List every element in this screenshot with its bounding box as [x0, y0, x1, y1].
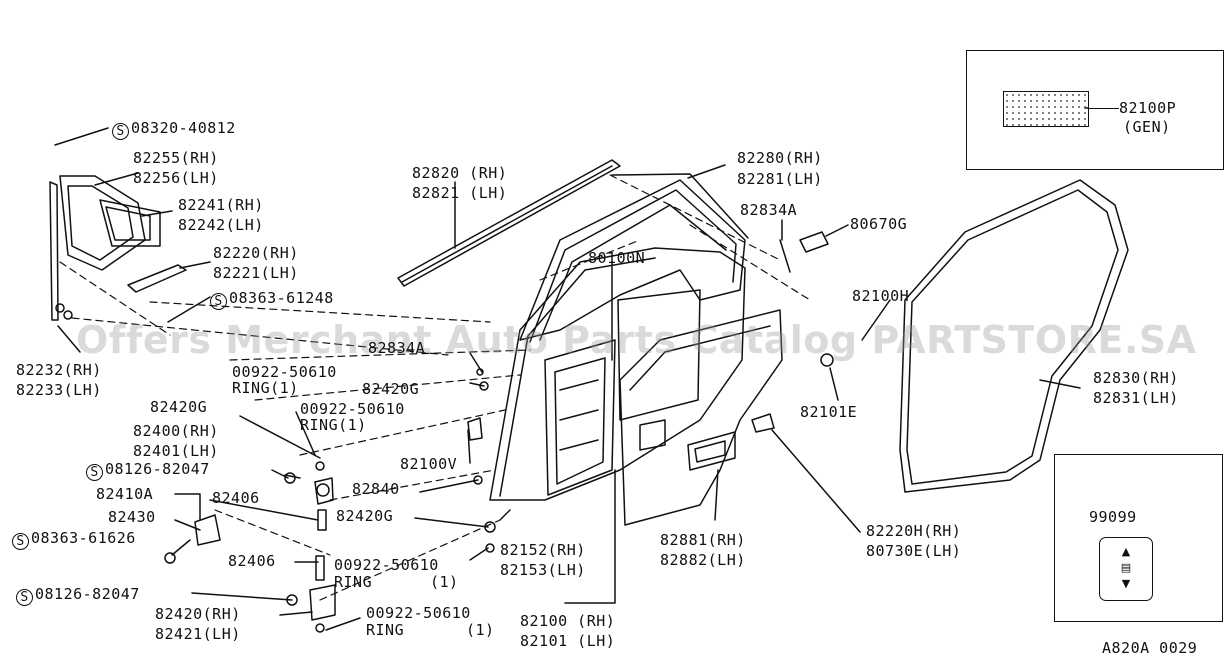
part-label-82421[interactable]: 82421(LH) [155, 625, 241, 643]
part-label-82100v[interactable]: 82100V [400, 455, 458, 473]
part-label-82420[interactable]: 82420(RH) [155, 605, 241, 623]
part-label-82153[interactable]: 82153(LH) [500, 561, 586, 579]
ring-label-2-text: RING(1) [300, 416, 367, 434]
part-label-82220[interactable]: 82220(RH) [213, 244, 299, 262]
part-label-82101e[interactable]: 82101E [800, 403, 858, 421]
part-label-82420g-c[interactable]: 82420G [336, 507, 394, 525]
gen-label: (GEN) [1123, 118, 1171, 136]
sealant-pad-image [1003, 91, 1089, 127]
ring-label-4-qty: (1) [466, 621, 495, 639]
gen-kit-box: 82100P (GEN) [966, 50, 1224, 170]
ring-label-3-code[interactable]: 00922-50610 [334, 556, 439, 574]
ring-label-1-text: RING(1) [232, 379, 299, 397]
watermark: Offers Merchant Auto Parts Catalog PARTS… [76, 318, 1197, 362]
part-label-82882[interactable]: 82882(LH) [660, 551, 746, 569]
part-label-82281[interactable]: 82281(LH) [737, 170, 823, 188]
part-label-82406-b[interactable]: 82406 [228, 552, 276, 570]
part-label-82233[interactable]: 82233(LH) [16, 381, 102, 399]
ring-label-1-code[interactable]: 00922-50610 [232, 363, 337, 381]
window-switch-icon: ▲▤▼ [1099, 537, 1153, 601]
part-label-80670g[interactable]: 80670G [850, 215, 908, 233]
part-label-82420g-a[interactable]: 82420G [362, 380, 420, 398]
part-label-82256[interactable]: 82256(LH) [133, 169, 219, 187]
part-number: 08320-40812 [131, 119, 236, 137]
part-label-82255[interactable]: 82255(RH) [133, 149, 219, 167]
ring-label-3-qty: (1) [430, 573, 459, 591]
standard-part-icon: S [12, 533, 29, 550]
ring-label-3-text: RING [334, 573, 373, 591]
part-label-82406-a[interactable]: 82406 [212, 489, 260, 507]
part-label-82100[interactable]: 82100 (RH) [520, 612, 616, 630]
part-label-82820[interactable]: 82820 (RH) [412, 164, 508, 182]
standard-part-icon: S [16, 589, 33, 606]
part-label-82401[interactable]: 82401(LH) [133, 442, 219, 460]
part-label-82830[interactable]: 82830(RH) [1093, 369, 1179, 387]
part-label-82232[interactable]: 82232(RH) [16, 361, 102, 379]
part-label-82420g-b[interactable]: 82420G [150, 398, 208, 416]
part-label-82881[interactable]: 82881(RH) [660, 531, 746, 549]
standard-part-icon: S [210, 293, 227, 310]
part-label-82410a[interactable]: 82410A [96, 485, 154, 503]
part-number: 08126-82047 [105, 460, 210, 478]
part-number: 08363-61626 [31, 529, 136, 547]
switch-part-box: 99099 ▲▤▼ [1054, 454, 1223, 622]
part-label-80100n[interactable]: 80100N [588, 249, 646, 267]
part-label-82241[interactable]: 82241(RH) [178, 196, 264, 214]
ring-label-4-code[interactable]: 00922-50610 [366, 604, 471, 622]
part-number: 08126-82047 [35, 585, 140, 603]
part-label-82430[interactable]: 82430 [108, 508, 156, 526]
part-label-82100p[interactable]: 82100P [1119, 99, 1177, 117]
part-label-82821[interactable]: 82821 (LH) [412, 184, 508, 202]
part-label-82280[interactable]: 82280(RH) [737, 149, 823, 167]
part-label-82220h[interactable]: 82220H(RH) [866, 522, 962, 540]
part-label-82840[interactable]: 82840 [352, 480, 400, 498]
part-label-82101[interactable]: 82101 (LH) [520, 632, 616, 650]
corner-glass [49, 175, 187, 321]
part-label-82152[interactable]: 82152(RH) [500, 541, 586, 559]
part-label-99099[interactable]: 99099 [1089, 508, 1137, 526]
part-label-82834a-right[interactable]: 82834A [740, 201, 798, 219]
leader-line [1089, 108, 1119, 109]
part-number: 08363-61248 [229, 289, 334, 307]
part-label-82831[interactable]: 82831(LH) [1093, 389, 1179, 407]
ring-label-2-code[interactable]: 00922-50610 [300, 400, 405, 418]
part-label-82834a-left[interactable]: 82834A [368, 339, 426, 357]
standard-part-icon: S [112, 123, 129, 140]
part-label-82221[interactable]: 82221(LH) [213, 264, 299, 282]
part-label-82400[interactable]: 82400(RH) [133, 422, 219, 440]
part-label-82100h[interactable]: 82100H [852, 287, 910, 305]
diagram-code: A820A 0029 [1102, 639, 1198, 657]
part-label-80730e[interactable]: 80730E(LH) [866, 542, 962, 560]
ring-label-4-text: RING [366, 621, 405, 639]
standard-part-icon: S [86, 464, 103, 481]
part-label-82242[interactable]: 82242(LH) [178, 216, 264, 234]
